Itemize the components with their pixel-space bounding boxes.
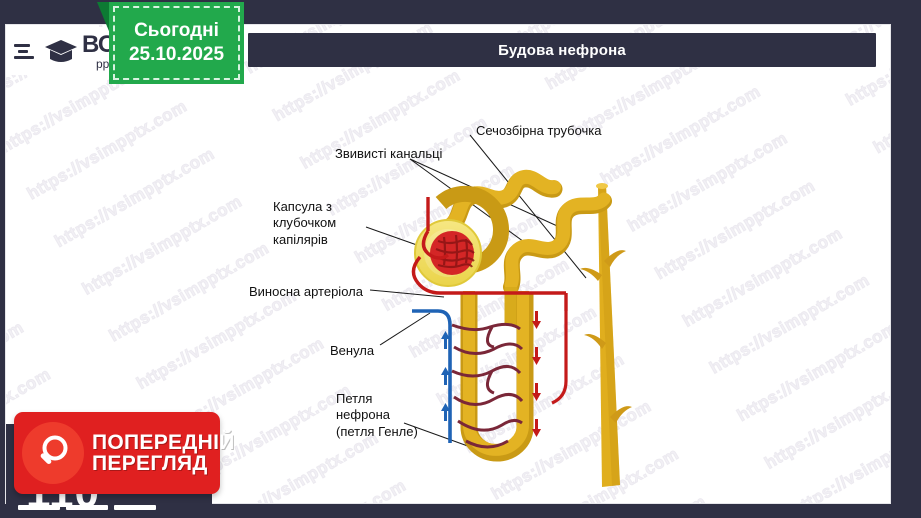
preview-line1: ПОПЕРЕДНІЙ [92, 430, 235, 454]
label-venule: Венула [330, 343, 375, 358]
glomerulus [430, 231, 475, 275]
arteriole-vessels [411, 197, 568, 311]
venule-vessel [412, 309, 452, 443]
speed-lines-icon [14, 43, 40, 59]
page-title: Будова нефрона [498, 41, 626, 59]
peritubular-capillaries [451, 322, 524, 449]
glomerular-capsule-shape [414, 185, 509, 287]
date-badge: Сьогодні 25.10.2025 [109, 2, 244, 84]
label-efferent-arteriole: Виносна артеріола [249, 284, 363, 299]
descending-vessel [551, 311, 568, 405]
nephron-diagram [365, 134, 632, 487]
magnifier-icon [22, 422, 84, 484]
label-loop-of-henle: Петля нефрона (петля Генле) [336, 391, 418, 439]
dark-card-bars [18, 505, 156, 510]
date-badge-date: 25.10.2025 [128, 44, 225, 65]
preview-badge[interactable]: ПОПЕРЕДНІЙ ПЕРЕГЛЯД [14, 412, 234, 494]
label-collecting-duct: Сечозбірна трубочка [476, 123, 602, 138]
flow-arrows-up [441, 331, 450, 421]
slide-title-bar: Будова нефрона [248, 33, 876, 67]
preview-line2: ПЕРЕГЛЯД [92, 452, 208, 475]
loop-of-henle-shape [460, 291, 534, 462]
graduation-cap-icon [44, 35, 78, 67]
flow-arrows-down [532, 311, 541, 437]
collecting-duct-shape [580, 183, 632, 487]
date-badge-label: Сьогодні [134, 20, 219, 41]
distal-tubule [504, 192, 611, 292]
label-convoluted-tubules: Звивисті канальці [335, 146, 443, 161]
label-glomerular-capsule: Капсула з клубочком капілярів [273, 199, 337, 247]
